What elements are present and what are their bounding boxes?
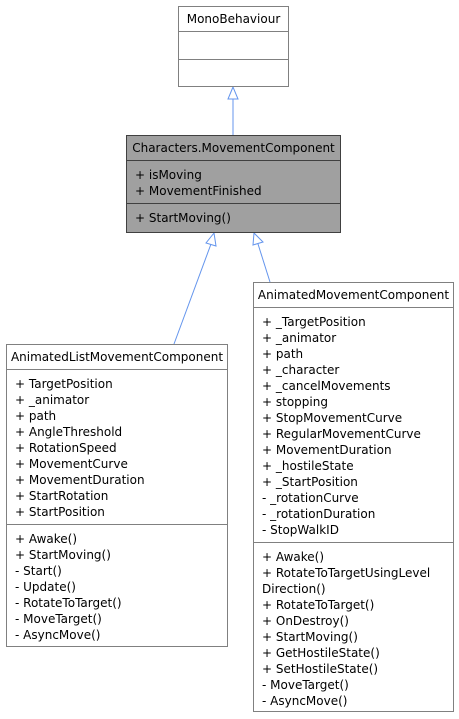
operation: + StartMoving() [15,548,111,562]
class-attributes: + isMoving + MovementFinished [127,161,340,204]
class-attributes: + _TargetPosition + _animator + path + _… [254,308,453,543]
class-animated-list-movement-component[interactable]: AnimatedListMovementComponent + TargetPo… [6,344,228,647]
attribute: + MovementDuration [15,473,145,487]
attribute: + _TargetPosition [262,315,366,329]
attribute: + AngleThreshold [15,425,123,439]
edge-animatedlist-to-movement [173,231,217,345]
operation: + SetHostileState() [262,662,379,676]
attribute: + path [262,347,304,361]
class-name: MonoBehaviour [179,7,288,32]
attribute: + StartRotation [15,489,109,503]
class-movement-component[interactable]: Characters.MovementComponent + isMoving … [126,135,341,233]
attribute: + _character [262,363,340,377]
attribute: + _cancelMovements [262,379,391,393]
operation: + StartMoving() [135,211,231,225]
operation: - MoveTarget() [262,678,349,692]
attribute: + _hostileState [262,459,354,473]
operation: Direction() [262,582,326,596]
attribute: + TargetPosition [15,377,113,391]
attribute: + isMoving [135,168,202,182]
edge-animated-to-movement [252,231,271,283]
operation: - Start() [15,564,62,578]
class-name: AnimatedListMovementComponent [7,345,227,370]
class-name: AnimatedMovementComponent [254,283,453,308]
attribute: - _rotationCurve [262,491,359,505]
operation: + GetHostileState() [262,646,380,660]
edge-movement-to-mono [227,85,239,135]
operation: - AsyncMove() [15,628,101,642]
class-monobehaviour[interactable]: MonoBehaviour [178,6,289,87]
attribute: + path [15,409,57,423]
operation: + Awake() [262,550,325,564]
operation: - RotateToTarget() [15,596,122,610]
attribute: + _animator [262,331,337,345]
attribute: - _rotationDuration [262,507,376,521]
operation: + OnDestroy() [262,614,349,628]
attribute: + _StartPosition [262,475,358,489]
attribute: + MovementCurve [15,457,128,471]
class-operations: + Awake() + StartMoving() - Start() - Up… [7,525,227,647]
attribute: + stopping [262,395,328,409]
attribute: + MovementFinished [135,184,262,198]
attribute: - StopWalkID [262,523,339,537]
class-operations: + Awake() + RotateToTargetUsingLevel Dir… [254,543,453,713]
attribute: + MovementDuration [262,443,392,457]
attribute: + RegularMovementCurve [262,427,421,441]
class-operations [179,60,288,86]
attribute: + RotationSpeed [15,441,117,455]
operation: + StartMoving() [262,630,358,644]
class-animated-movement-component[interactable]: AnimatedMovementComponent + _TargetPosit… [253,282,454,712]
operation: + RotateToTarget() [262,598,375,612]
operation: - AsyncMove() [262,694,348,708]
operation: + Awake() [15,532,78,546]
attribute: + _animator [15,393,90,407]
attribute: + StartPosition [15,505,105,519]
class-attributes [179,32,288,60]
attribute: + StopMovementCurve [262,411,403,425]
class-operations: + StartMoving() [127,204,340,230]
class-name: Characters.MovementComponent [127,136,340,161]
class-attributes: + TargetPosition + _animator + path + An… [7,370,227,525]
operation: + RotateToTargetUsingLevel [262,566,431,580]
operation: - MoveTarget() [15,612,102,626]
operation: - Update() [15,580,76,594]
